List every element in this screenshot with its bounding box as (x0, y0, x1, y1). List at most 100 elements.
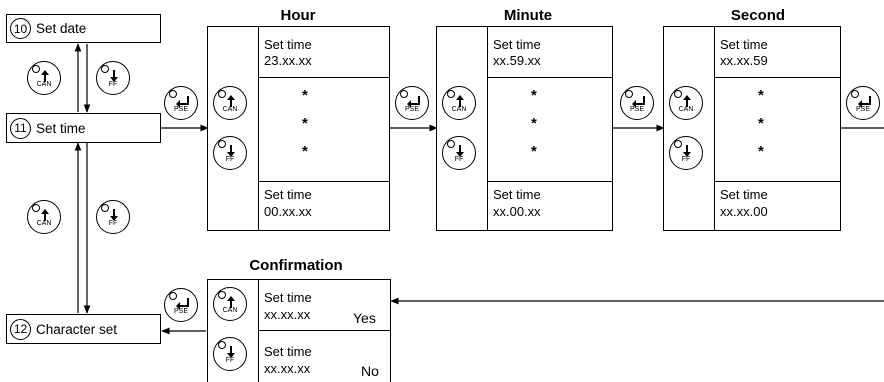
hour-top-value: 23.xx.xx (264, 53, 312, 68)
can-button[interactable]: CAN (669, 86, 703, 120)
led-indicator (218, 341, 226, 349)
confirmation-title: Confirmation (249, 257, 343, 274)
can-button[interactable]: CAN (213, 287, 247, 321)
menu-character-set[interactable]: 12 Character set (6, 314, 161, 344)
second-title: Second (730, 7, 786, 24)
ellipsis-star: * (531, 143, 537, 160)
ff-button-label: FF (681, 156, 691, 163)
led-indicator (851, 90, 859, 98)
minute-bottom-label: Set time (493, 187, 541, 202)
enter-icon (632, 96, 645, 108)
panel-divider (714, 27, 715, 230)
led-indicator (674, 90, 682, 98)
panel-divider (487, 27, 488, 230)
ff-button-label: FF (225, 156, 235, 163)
menu-number-10: 10 (10, 18, 31, 39)
pse-button-label: PSE (173, 106, 188, 113)
down-arrow-icon (456, 145, 464, 157)
menu-number-11: 11 (10, 117, 31, 139)
up-arrow-icon (227, 296, 235, 308)
pse-button[interactable]: PSE (620, 86, 654, 120)
hour-bottom-label: Set time (264, 187, 312, 202)
pse-button[interactable]: PSE (164, 288, 198, 322)
ff-button-label: FF (454, 156, 464, 163)
confirmation-yes-answer: Yes (353, 310, 376, 326)
enter-icon (176, 96, 189, 108)
can-button-label: CAN (36, 220, 52, 227)
ellipsis-star: * (531, 115, 537, 132)
led-indicator (218, 291, 226, 299)
ellipsis-star: * (758, 115, 764, 132)
down-arrow-icon (110, 209, 118, 221)
confirmation-yes-value: xx.xx.xx (264, 307, 311, 322)
down-arrow-icon (227, 145, 235, 157)
hour-title: Hour (280, 7, 316, 24)
menu-set-date[interactable]: 10 Set date (6, 14, 161, 43)
pse-button-label: PSE (629, 106, 644, 113)
hour-top-label: Set time (264, 37, 312, 52)
up-arrow-icon (41, 70, 49, 82)
can-button-label: CAN (36, 81, 52, 88)
led-indicator (674, 140, 682, 148)
ff-button[interactable]: FF (96, 200, 130, 234)
panel-divider (714, 77, 840, 78)
ff-button[interactable]: FF (213, 337, 247, 371)
minute-title: Minute (503, 7, 553, 24)
led-indicator (101, 204, 109, 212)
panel-divider (258, 77, 389, 78)
menu-label-character-set: Character set (36, 321, 118, 337)
ff-button[interactable]: FF (442, 136, 476, 170)
down-arrow-icon (683, 145, 691, 157)
ff-button-label: FF (225, 357, 235, 364)
minute-top-label: Set time (493, 37, 541, 52)
hour-bottom-value: 00.xx.xx (264, 204, 312, 219)
led-indicator (32, 65, 40, 73)
ff-button[interactable]: FF (213, 136, 247, 170)
can-button[interactable]: CAN (27, 200, 61, 234)
ellipsis-star: * (758, 87, 764, 104)
panel-divider (487, 181, 612, 182)
led-indicator (447, 140, 455, 148)
can-button[interactable]: CAN (27, 61, 61, 95)
up-arrow-icon (227, 95, 235, 107)
ellipsis-star: * (302, 87, 308, 104)
pse-button-label: PSE (173, 308, 188, 315)
down-arrow-icon (110, 70, 118, 82)
led-indicator (625, 90, 633, 98)
led-indicator (101, 65, 109, 73)
up-arrow-icon (683, 95, 691, 107)
second-bottom-value: xx.xx.00 (720, 204, 768, 219)
ff-button-label: FF (108, 81, 118, 88)
ellipsis-star: * (758, 143, 764, 160)
panel-divider (258, 27, 259, 230)
ff-button-label: FF (108, 220, 118, 227)
panel-divider (714, 181, 840, 182)
enter-icon (407, 96, 420, 108)
ellipsis-star: * (302, 115, 308, 132)
minute-top-value: xx.59.xx (493, 53, 541, 68)
pse-button[interactable]: PSE (164, 86, 198, 120)
led-indicator (218, 140, 226, 148)
ff-button[interactable]: FF (96, 61, 130, 95)
panel-divider (258, 280, 259, 382)
second-top-value: xx.xx.59 (720, 53, 768, 68)
can-button[interactable]: CAN (442, 86, 476, 120)
minute-bottom-value: xx.00.xx (493, 204, 541, 219)
can-button-label: CAN (222, 106, 238, 113)
up-arrow-icon (41, 209, 49, 221)
pse-button[interactable]: PSE (846, 86, 880, 120)
led-indicator (447, 90, 455, 98)
ellipsis-star: * (531, 87, 537, 104)
second-bottom-label: Set time (720, 187, 768, 202)
menu-set-time[interactable]: 11 Set time (6, 113, 161, 143)
led-indicator (218, 90, 226, 98)
enter-icon (176, 298, 189, 310)
hour-panel: Set time 23.xx.xx * * * Set time 00.xx.x… (207, 26, 390, 231)
ff-button[interactable]: FF (669, 136, 703, 170)
panel-divider (258, 330, 390, 331)
menu-number-12: 12 (10, 318, 31, 340)
pse-button[interactable]: PSE (395, 86, 429, 120)
ellipsis-star: * (302, 143, 308, 160)
can-button-label: CAN (451, 106, 467, 113)
can-button[interactable]: CAN (213, 86, 247, 120)
